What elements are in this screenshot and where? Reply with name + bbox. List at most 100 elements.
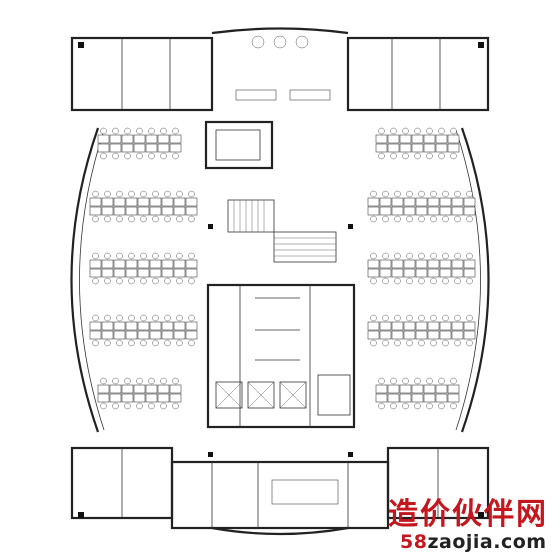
desk <box>125 330 138 340</box>
desk <box>427 206 440 216</box>
desk <box>125 321 138 331</box>
chair <box>116 314 123 322</box>
chair <box>406 314 413 322</box>
desk <box>379 206 392 216</box>
desk <box>113 330 126 340</box>
desk <box>101 330 114 340</box>
chair <box>152 339 159 347</box>
desk <box>435 134 448 144</box>
chair <box>442 339 449 347</box>
chair <box>140 314 147 322</box>
chair <box>382 252 389 260</box>
chair <box>454 339 461 347</box>
chair <box>92 252 99 260</box>
desk <box>423 134 436 144</box>
chair <box>188 190 195 198</box>
chair <box>390 152 397 160</box>
chair <box>394 314 401 322</box>
chair <box>104 339 111 347</box>
desk <box>427 259 440 269</box>
desk <box>101 206 114 216</box>
chair <box>116 339 123 347</box>
chair <box>100 377 107 385</box>
chair <box>438 127 445 135</box>
chair <box>378 152 385 160</box>
desk <box>173 268 186 278</box>
chair <box>414 377 421 385</box>
chair <box>418 277 425 285</box>
chair <box>438 152 445 160</box>
chair <box>402 127 409 135</box>
chair <box>176 277 183 285</box>
desk <box>89 268 102 278</box>
desk <box>109 134 122 144</box>
chair <box>430 314 437 322</box>
chair <box>104 215 111 223</box>
desk <box>427 330 440 340</box>
chair <box>116 277 123 285</box>
chair <box>402 402 409 410</box>
chair <box>382 215 389 223</box>
chair <box>378 377 385 385</box>
chair <box>406 277 413 285</box>
desk <box>125 206 138 216</box>
desk <box>411 134 424 144</box>
chair <box>100 152 107 160</box>
chair <box>140 190 147 198</box>
chair <box>188 277 195 285</box>
chair <box>466 277 473 285</box>
lounge-chair <box>295 35 309 49</box>
facade <box>70 27 490 536</box>
desk <box>391 321 404 331</box>
chair <box>112 127 119 135</box>
chair <box>370 277 377 285</box>
desk <box>173 259 186 269</box>
chair <box>148 402 155 410</box>
chair <box>418 215 425 223</box>
chair <box>176 190 183 198</box>
desk <box>391 268 404 278</box>
desk <box>185 206 198 216</box>
chair <box>172 377 179 385</box>
chair <box>152 190 159 198</box>
lounge-chair <box>273 35 287 49</box>
chair <box>164 190 171 198</box>
chair <box>370 339 377 347</box>
desk <box>157 143 170 153</box>
chair <box>140 277 147 285</box>
chair <box>394 277 401 285</box>
desk <box>157 393 170 403</box>
desk <box>169 143 182 153</box>
desk <box>149 321 162 331</box>
chair <box>104 277 111 285</box>
desk <box>145 143 158 153</box>
chair <box>430 339 437 347</box>
chair <box>406 215 413 223</box>
desk <box>145 384 158 394</box>
desk <box>463 259 476 269</box>
desk <box>137 206 150 216</box>
chair <box>140 215 147 223</box>
desk <box>169 393 182 403</box>
chair <box>92 339 99 347</box>
desk <box>125 259 138 269</box>
desk <box>399 393 412 403</box>
desk <box>403 259 416 269</box>
central-stair <box>227 199 337 263</box>
desk <box>113 321 126 331</box>
desk <box>439 330 452 340</box>
desk <box>113 206 126 216</box>
desk <box>447 393 460 403</box>
chair <box>112 402 119 410</box>
desk <box>463 268 476 278</box>
desk <box>133 393 146 403</box>
chair <box>128 277 135 285</box>
desk <box>423 143 436 153</box>
desk <box>451 330 464 340</box>
chair <box>116 190 123 198</box>
chair <box>442 215 449 223</box>
chair <box>136 377 143 385</box>
chair <box>382 277 389 285</box>
desk <box>451 321 464 331</box>
